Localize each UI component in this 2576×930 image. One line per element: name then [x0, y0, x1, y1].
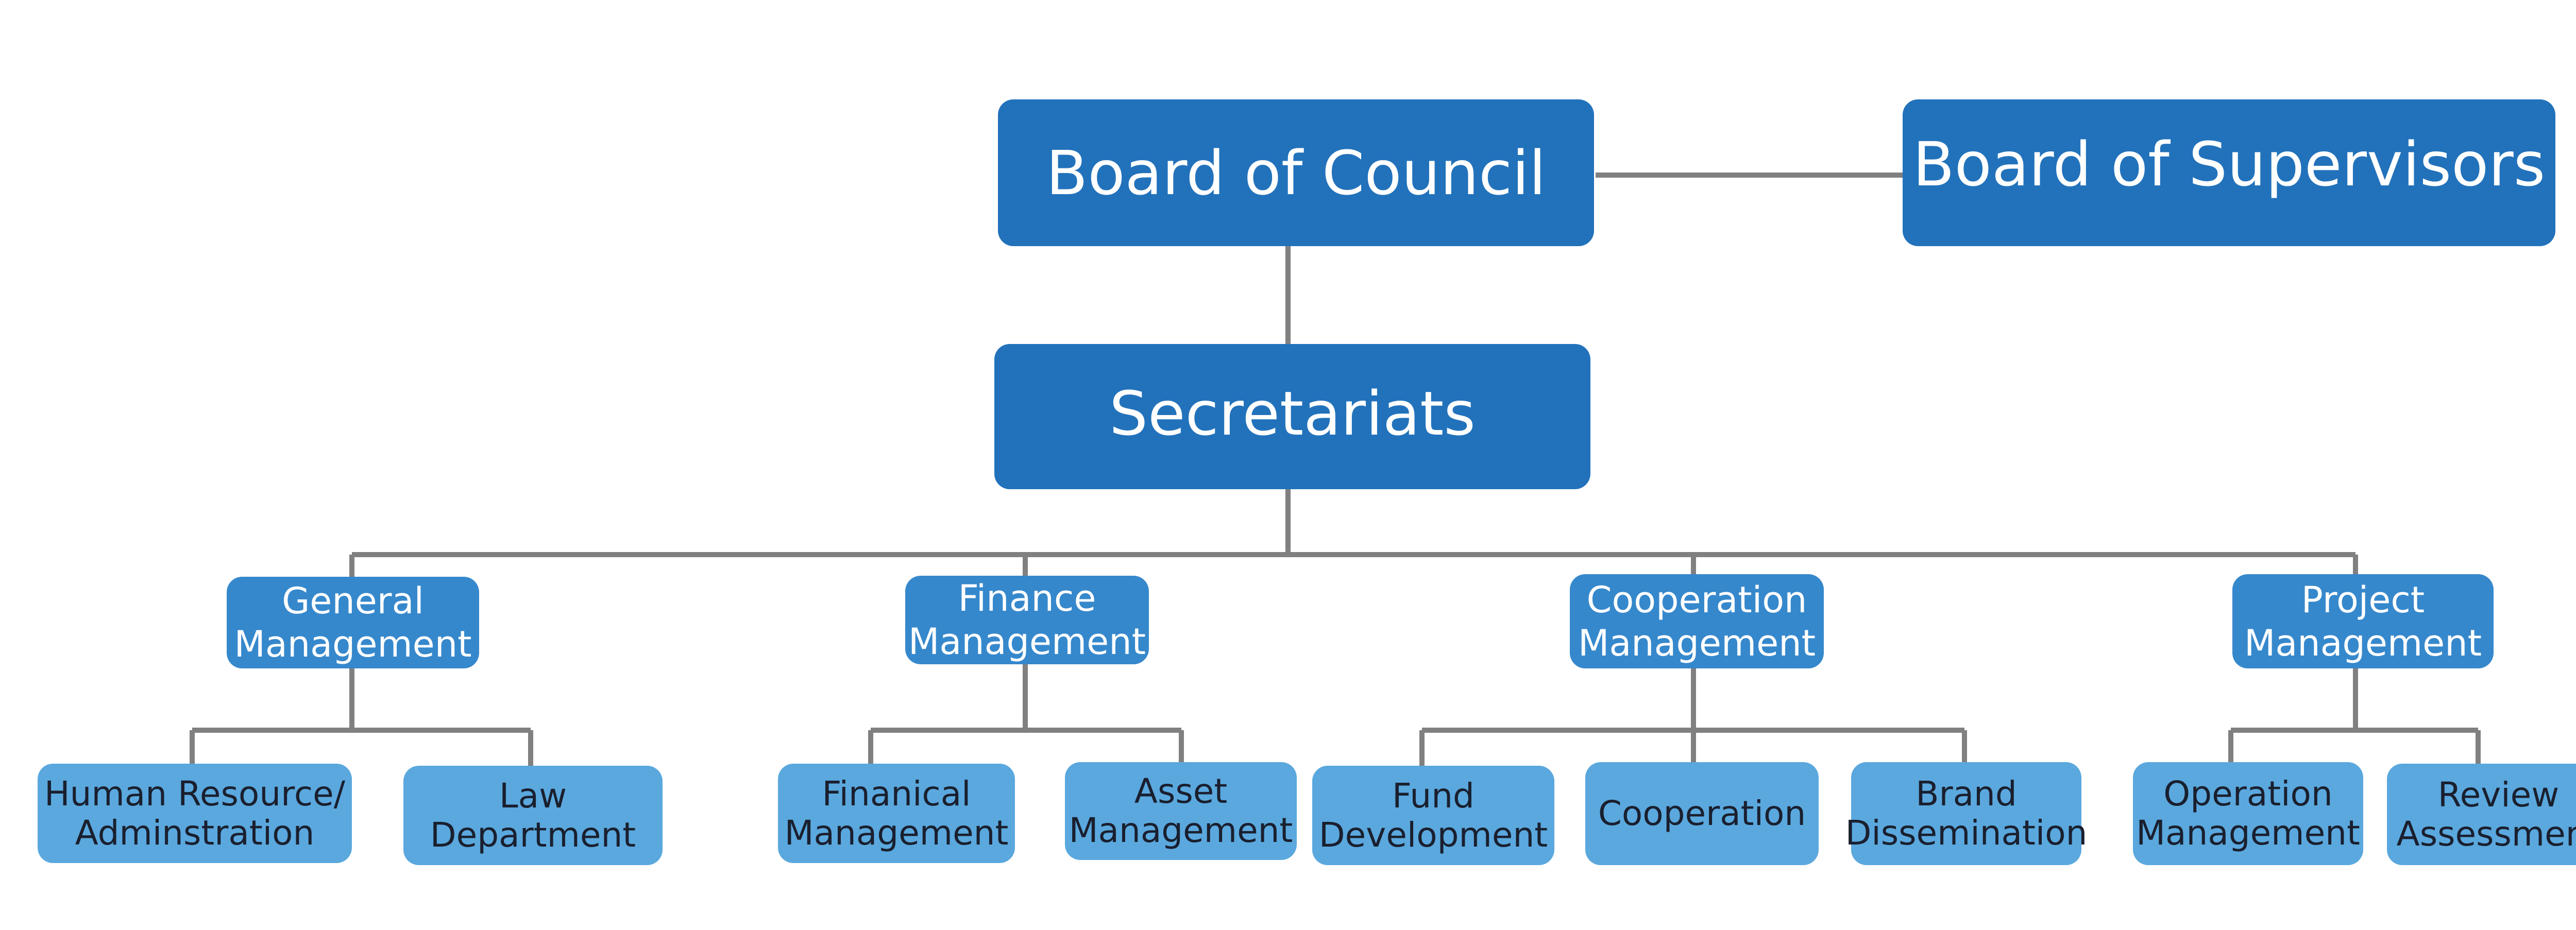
finance-management-node: Finance Management: [905, 576, 1149, 664]
human-resource-node: Human Resource/ Adminstration: [38, 764, 352, 863]
brand-dissemination-node: Brand Dissemination: [1845, 762, 2087, 865]
review-assessment-node: Review Assessment: [2387, 764, 2576, 865]
finanical-management-node: Finanical Management: [778, 764, 1015, 863]
board-of-supervisors-node: Board of Supervisors: [1903, 99, 2555, 246]
cooperation-management-node: Cooperation Management: [1570, 574, 1824, 668]
secretariats-node: Secretariats: [994, 344, 1590, 489]
cooperation-node: Cooperation: [1585, 762, 1819, 865]
board-of-council-node: Board of Council: [998, 99, 1594, 246]
project-management-node: Project Management: [2232, 574, 2494, 668]
fund-development-node: Fund Development: [1312, 766, 1554, 865]
asset-management-node: Asset Management: [1065, 762, 1297, 860]
law-department-node: Law Department: [403, 766, 663, 865]
general-management-node: General Management: [227, 577, 479, 668]
operation-management-node: Operation Management: [2133, 762, 2363, 865]
